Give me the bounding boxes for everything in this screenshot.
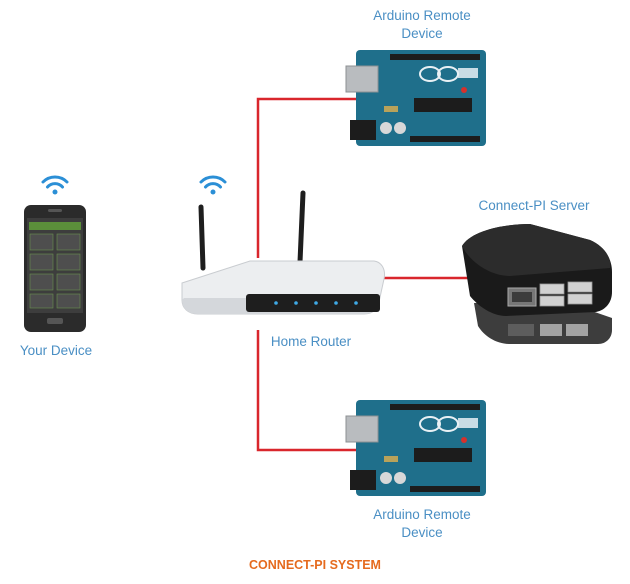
smartphone-icon	[24, 205, 86, 332]
arduino-bottom-label-line1: Arduino Remote	[373, 507, 471, 522]
arduino-top-label: Arduino Remote Device	[350, 7, 494, 43]
arduino-top-label-line2: Device	[401, 26, 443, 41]
wifi-icon	[41, 175, 69, 195]
arduino-bottom-label: Arduino Remote Device	[350, 506, 494, 542]
router-icon	[181, 190, 385, 315]
arduino-board-icon	[345, 50, 486, 146]
diagram-caption: CONNECT-PI SYSTEM	[249, 558, 381, 572]
server-label: Connect-PI Server	[478, 198, 590, 213]
your-device-label: Your Device	[19, 343, 93, 358]
server-box-icon	[462, 224, 612, 344]
arduino-bottom-label-line2: Device	[401, 525, 443, 540]
router-label: Home Router	[270, 334, 352, 349]
arduino-board-icon	[345, 400, 486, 496]
wifi-icon	[199, 175, 227, 195]
link-router-arduino-bottom	[256, 330, 358, 452]
arduino-top-label-line1: Arduino Remote	[373, 8, 471, 23]
link-router-arduino-top	[256, 97, 358, 258]
connection-lines	[256, 97, 480, 452]
